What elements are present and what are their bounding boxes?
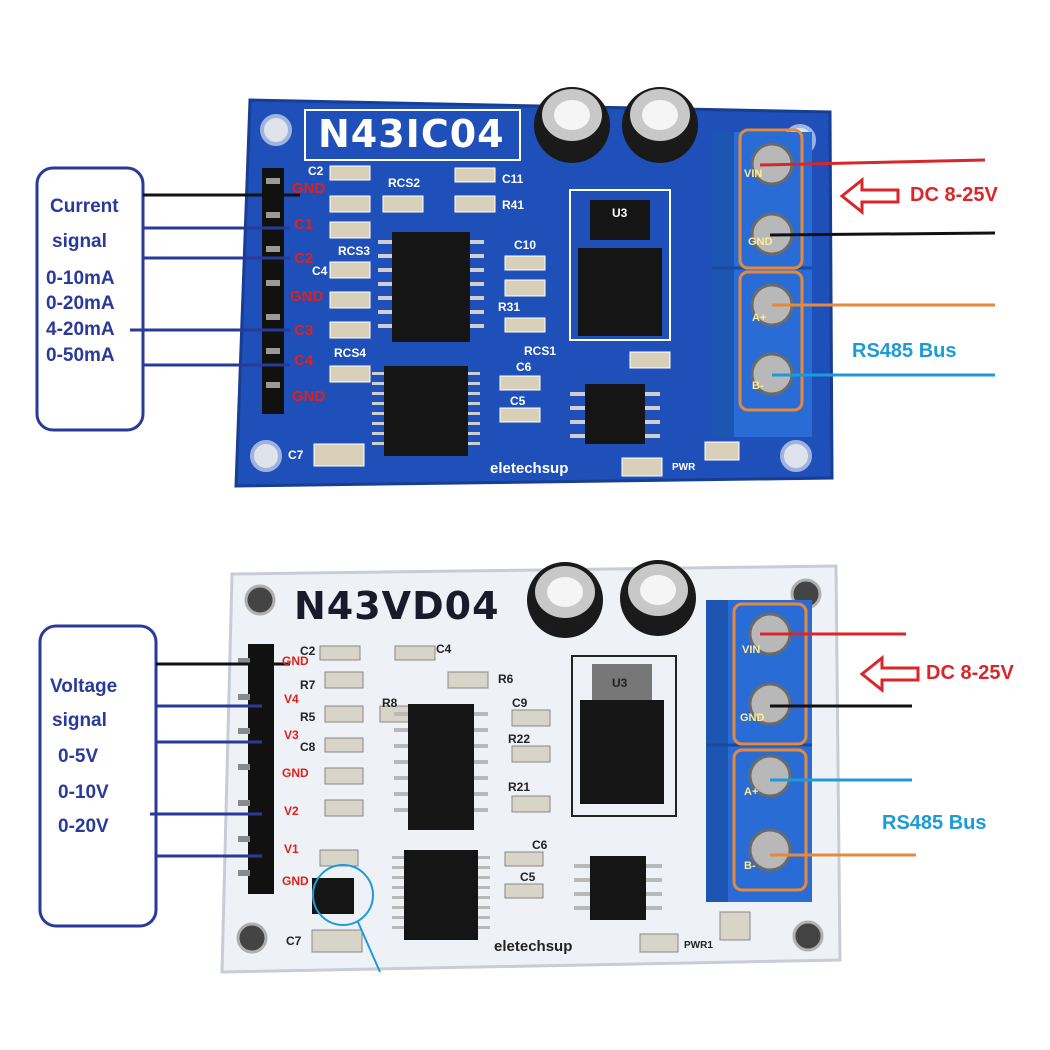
silkscreen-label: PWR1 (684, 940, 713, 951)
range-label: 4-20mA (46, 319, 115, 340)
silkscreen-label: C2 (308, 164, 324, 178)
silkscreen-label: R8 (382, 696, 398, 710)
bus-callout: RS485 Bus (852, 340, 957, 362)
legend-subheading: signal (52, 710, 107, 731)
silkscreen-label: R22 (508, 732, 531, 746)
pin-label: GND (282, 874, 309, 888)
bottom-board: N43VD04 eletechsup Voltage signal 0-5V 0… (0, 520, 1050, 1050)
silkscreen-label: R21 (508, 780, 531, 794)
silkscreen-label: C5 (520, 870, 536, 884)
top-board: N43IC04 eletechsup Current signal 0-10mA… (0, 0, 1050, 520)
range-label: 0-10V (58, 782, 109, 803)
silkscreen-label: PWR (672, 462, 696, 473)
bottom-board-graphic (38, 560, 920, 974)
silkscreen-label: C7 (286, 934, 302, 948)
board-title: N43IC04 (318, 112, 505, 156)
silkscreen-label: C6 (516, 360, 532, 374)
pin-label: GND (282, 766, 309, 780)
pin-label: GND (292, 388, 326, 405)
range-label: 0-5V (58, 746, 99, 767)
silkscreen-label: U3 (612, 206, 628, 220)
range-label: 0-10mA (46, 268, 115, 289)
silkscreen-label: R31 (498, 300, 521, 314)
silkscreen-label: R7 (300, 678, 316, 692)
silkscreen-label: R5 (300, 710, 316, 724)
terminal-label-gnd: GND (748, 236, 773, 248)
terminal-label-a: A+ (744, 786, 759, 798)
silkscreen-label: C10 (514, 238, 537, 252)
bus-callout: RS485 Bus (882, 812, 987, 834)
silkscreen-label: RCS2 (388, 176, 421, 190)
terminal-label-vin: VIN (742, 644, 761, 656)
silkscreen-label: C4 (436, 642, 452, 656)
silkscreen-label: R41 (502, 198, 525, 212)
brand-label: eletechsup (490, 460, 569, 477)
silkscreen-label: C5 (510, 394, 526, 408)
legend-subheading: signal (52, 231, 107, 252)
pin-label: GND (290, 288, 324, 305)
silkscreen-label: C4 (312, 264, 328, 278)
top-board-graphic (35, 87, 996, 488)
silkscreen-label: U3 (612, 676, 628, 690)
legend-heading: Voltage (50, 676, 118, 697)
board-title: N43VD04 (294, 584, 500, 628)
terminal-label-vin: VIN (744, 168, 763, 180)
silkscreen-label: C2 (300, 644, 316, 658)
pin-label: GND (292, 180, 326, 197)
terminal-label-gnd: GND (740, 712, 765, 724)
silkscreen-label: C8 (300, 740, 316, 754)
terminal-label-b: B- (752, 380, 764, 392)
pin-label: V2 (284, 804, 299, 818)
supply-callout: DC 8-25V (926, 662, 1014, 684)
range-label: 0-50mA (46, 345, 115, 366)
silkscreen-label: RCS3 (338, 244, 371, 258)
supply-callout: DC 8-25V (910, 184, 998, 206)
pin-label: C3 (294, 322, 314, 339)
pin-label: V4 (284, 692, 299, 706)
terminal-label-b: B- (744, 860, 756, 872)
brand-label: eletechsup (494, 938, 573, 955)
range-label: 0-20V (58, 816, 109, 837)
silkscreen-label: C9 (512, 696, 528, 710)
silkscreen-label: RCS4 (334, 346, 367, 360)
range-label: 0-20mA (46, 293, 115, 314)
terminal-label-a: A+ (752, 312, 767, 324)
silkscreen-label: R6 (498, 672, 514, 686)
pin-label: C2 (294, 250, 314, 267)
silkscreen-label: RCS1 (524, 344, 557, 358)
pin-label: V1 (284, 842, 299, 856)
silkscreen-label: C6 (532, 838, 548, 852)
pin-label: GND (282, 654, 309, 668)
pin-label: V3 (284, 728, 299, 742)
silkscreen-label: C7 (288, 448, 304, 462)
pin-label: C4 (294, 352, 314, 369)
legend-heading: Current (50, 196, 119, 217)
pin-label: C1 (294, 216, 314, 233)
silkscreen-label: C11 (502, 172, 524, 186)
